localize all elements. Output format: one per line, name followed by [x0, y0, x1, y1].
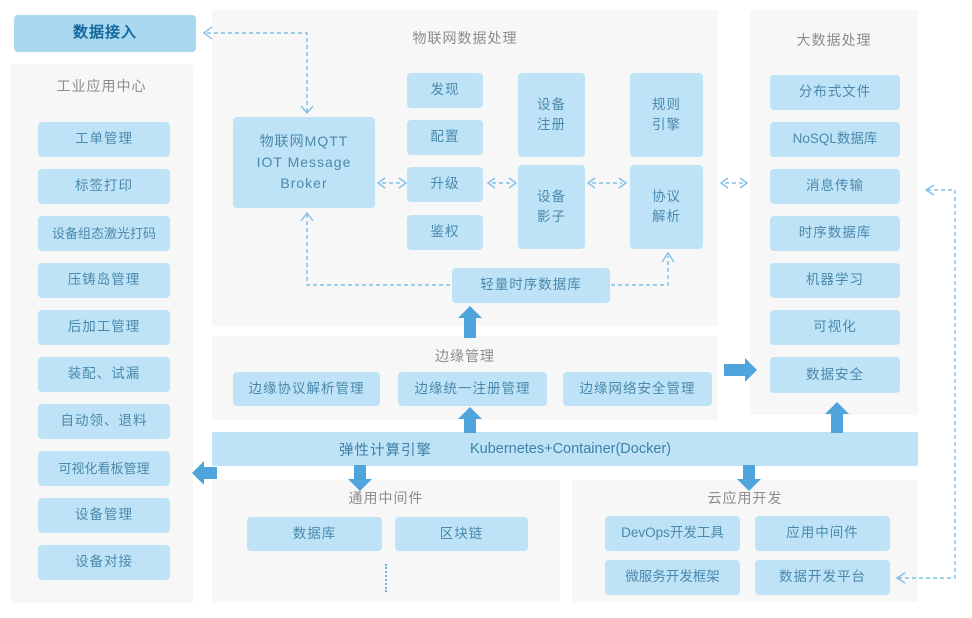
bigdata-panel	[750, 10, 918, 415]
lightweight-tsdb-node: 轻量时序数据库	[452, 268, 610, 303]
middleware-item-blockchain: 区块链	[395, 517, 528, 551]
bigdata-item-machine-learning: 机器学习	[770, 263, 900, 298]
iot-node-rule-engine: 规则 引擎	[630, 73, 703, 157]
arrowhead-into-data-access	[202, 26, 213, 40]
edge-item-protocol-parsing: 边缘协议解析管理	[233, 372, 380, 406]
industrial-item-post-processing: 后加工管理	[38, 310, 170, 345]
chevron-right-protocol-bigdata	[739, 177, 749, 189]
elastic-computing-bar: 弹性计算引擎 Kubernetes+Container(Docker)	[212, 432, 918, 466]
cloud-item-devops: DevOps开发工具	[605, 516, 740, 551]
iot-node-device-shadow: 设备 影子	[518, 165, 585, 249]
industrial-item-device-connect: 设备对接	[38, 545, 170, 580]
bigdata-item-data-security: 数据安全	[770, 357, 900, 393]
bigdata-item-nosql: NoSQL数据库	[770, 122, 900, 157]
industrial-item-workorder: 工单管理	[38, 122, 170, 157]
cloud-title: 云应用开发	[707, 490, 783, 506]
mqtt-broker-node: 物联网MQTT IOT Message Broker	[233, 117, 375, 208]
cloud-item-app-middleware: 应用中间件	[755, 516, 890, 551]
iot-node-protocol-parsing: 协议 解析	[630, 165, 703, 249]
middleware-title: 通用中间件	[348, 490, 424, 506]
bigdata-item-tsdb: 时序数据库	[770, 216, 900, 251]
middleware-item-database: 数据库	[247, 517, 382, 551]
industrial-item-assembly-leak-test: 装配、试漏	[38, 357, 170, 392]
iot-function-upgrade: 升级	[407, 167, 483, 202]
iot-function-auth: 鉴权	[407, 215, 483, 250]
bigdata-title: 大数据处理	[796, 32, 872, 48]
iot-title: 物联网数据处理	[412, 30, 518, 46]
industrial-item-laser-marking: 设备组态激光打码	[38, 216, 170, 251]
arrowhead-into-messaging	[924, 184, 935, 196]
elastic-bar-label-cn: 弹性计算引擎	[338, 442, 432, 459]
edge-title: 边缘管理	[435, 348, 495, 364]
data-access-node: 数据接入	[14, 15, 196, 52]
chevron-left-protocol-bigdata	[719, 177, 729, 189]
iot-node-device-registration: 设备 注册	[518, 73, 585, 157]
cloud-item-microservice-framework: 微服务开发框架	[605, 560, 740, 595]
industrial-item-label-print: 标签打印	[38, 169, 170, 204]
middleware-ellipsis	[385, 564, 387, 592]
edge-item-unified-registration: 边缘统一注册管理	[398, 372, 547, 406]
industrial-item-dashboard: 可视化看板管理	[38, 451, 170, 486]
bigdata-item-visualization: 可视化	[770, 310, 900, 345]
iot-function-discovery: 发现	[407, 73, 483, 108]
edge-item-network-security: 边缘网络安全管理	[563, 372, 712, 406]
cloud-item-data-dev-platform: 数据开发平台	[755, 560, 890, 595]
industrial-item-die-casting: 压铸岛管理	[38, 263, 170, 298]
bigdata-item-messaging: 消息传输	[770, 169, 900, 204]
industrial-title: 工业应用中心	[56, 78, 147, 94]
elastic-bar-label-en: Kubernetes+Container(Docker)	[469, 441, 672, 457]
industrial-item-device-mgmt: 设备管理	[38, 498, 170, 533]
industrial-item-auto-material: 自动领、退料	[38, 404, 170, 439]
bigdata-item-distributed-files: 分布式文件	[770, 75, 900, 110]
iot-function-config: 配置	[407, 120, 483, 155]
